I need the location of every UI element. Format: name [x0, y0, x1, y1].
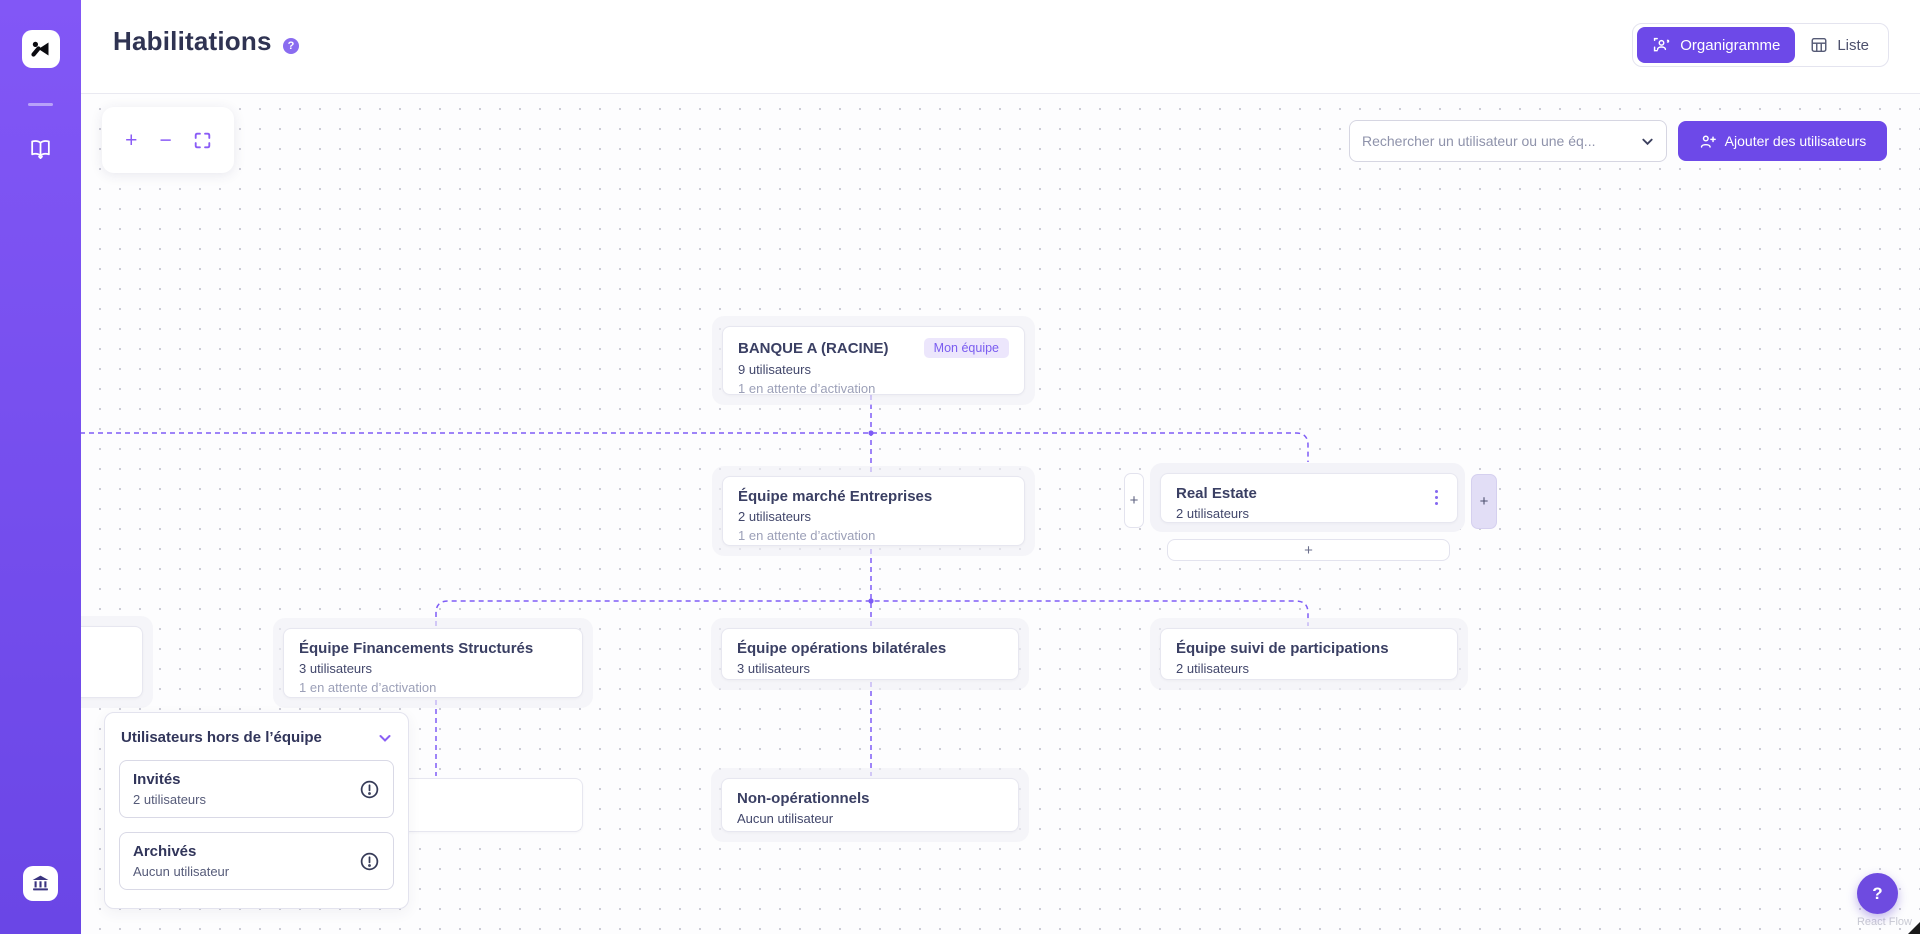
sidebar-divider	[28, 103, 53, 106]
mouse-cursor-icon	[1904, 918, 1920, 934]
book-icon	[31, 140, 50, 159]
alert-circle-icon	[359, 779, 380, 800]
offteam-item-subtitle: Aucun utilisateur	[133, 864, 230, 879]
edge-trunk-level2	[81, 432, 1309, 462]
team-pending-count: 1 en attente d’activation	[299, 680, 437, 695]
view-toggle: Organigramme Liste	[1632, 23, 1889, 67]
offteam-panel: Utilisateurs hors de l’équipe Invités 2 …	[104, 712, 409, 909]
zoom-in-button[interactable]: +	[125, 128, 138, 152]
table-icon	[1810, 36, 1828, 54]
offteam-panel-header[interactable]: Utilisateurs hors de l’équipe	[119, 729, 394, 746]
team-name: Real Estate	[1176, 485, 1257, 502]
team-node-suivi-participations[interactable]: Équipe suivi de participations 2 utilisa…	[1160, 628, 1458, 680]
chevron-down-icon	[1641, 135, 1654, 148]
offteam-item-title: Archivés	[133, 843, 197, 860]
team-users-count: 2 utilisateurs	[1176, 506, 1249, 521]
sidebar-item-documentation[interactable]	[28, 136, 53, 161]
alert-circle-icon	[359, 851, 380, 872]
sidebar-item-bank[interactable]	[23, 866, 58, 901]
tab-organigramme-label: Organigramme	[1680, 36, 1781, 54]
add-sibling-right-button[interactable]: +	[1471, 474, 1497, 529]
team-users-count: 2 utilisateurs	[738, 509, 811, 524]
app-sidebar	[0, 0, 81, 934]
logo-icon	[31, 41, 49, 57]
team-users-count: 3 utilisateurs	[737, 661, 810, 676]
team-pending-count: 1 en attente d’activation	[738, 381, 876, 396]
team-pending-count: 1 en attente d’activation	[738, 528, 876, 543]
team-users-count: 3 utilisateurs	[299, 661, 372, 676]
canvas-controls: + −	[102, 107, 234, 173]
search-input[interactable]	[1362, 133, 1641, 149]
search-user-team-select[interactable]	[1349, 120, 1667, 162]
team-name: Équipe Financements Structurés	[299, 640, 534, 657]
team-name: Équipe marché Entreprises	[738, 488, 933, 505]
app-logo[interactable]	[22, 30, 60, 68]
help-fab-button[interactable]: ?	[1857, 873, 1898, 914]
orgchart-icon	[1652, 36, 1671, 55]
edge-trunk-level3	[435, 600, 1309, 626]
help-icon[interactable]: ?	[283, 38, 299, 54]
kebab-menu-icon[interactable]	[1429, 490, 1443, 510]
page-header: Habilitations ? Organigramme Liste	[81, 0, 1920, 94]
team-node-partial-left[interactable]	[81, 626, 143, 698]
tab-liste-label: Liste	[1837, 36, 1869, 54]
team-node-marche-entreprises[interactable]: Équipe marché Entreprises 2 utilisateurs…	[722, 476, 1025, 546]
team-users-count: Aucun utilisateur	[737, 811, 834, 826]
orgchart-edges	[81, 395, 1309, 776]
zoom-out-button[interactable]: −	[159, 128, 172, 152]
add-users-label: Ajouter des utilisateurs	[1724, 133, 1867, 149]
offteam-panel-title: Utilisateurs hors de l’équipe	[121, 729, 322, 746]
tab-organigramme[interactable]: Organigramme	[1637, 27, 1796, 63]
chevron-down-icon[interactable]	[378, 731, 392, 745]
bank-icon	[32, 875, 49, 891]
add-users-button[interactable]: Ajouter des utilisateurs	[1678, 121, 1887, 161]
fit-view-icon[interactable]	[194, 132, 211, 149]
add-sibling-left-button[interactable]: +	[1124, 473, 1144, 528]
offteam-item-archives[interactable]: Archivés Aucun utilisateur	[119, 832, 394, 890]
team-node-banque-a-racine[interactable]: BANQUE A (RACINE) Mon équipe 9 utilisate…	[722, 326, 1025, 396]
team-users-count: 2 utilisateurs	[1176, 661, 1249, 676]
team-node-real-estate[interactable]: Real Estate 2 utilisateurs	[1160, 473, 1458, 523]
team-name: Équipe suivi de participations	[1176, 640, 1389, 657]
offteam-item-title: Invités	[133, 771, 181, 788]
team-node-non-operationnels[interactable]: Non-opérationnels Aucun utilisateur	[721, 778, 1019, 832]
user-plus-icon	[1699, 133, 1716, 150]
team-node-operations-bilaterales[interactable]: Équipe opérations bilatérales 3 utilisat…	[721, 628, 1019, 680]
offteam-item-invites[interactable]: Invités 2 utilisateurs	[119, 760, 394, 818]
tab-liste[interactable]: Liste	[1795, 27, 1884, 63]
team-name: BANQUE A (RACINE)	[738, 339, 889, 357]
edge-junction-dot	[868, 430, 874, 436]
my-team-badge: Mon équipe	[923, 338, 1009, 358]
page-title: Habilitations	[113, 26, 272, 56]
orgchart-canvas[interactable]: + − Ajouter des utilisateurs BANQUE A (R…	[81, 94, 1920, 934]
offteam-item-subtitle: 2 utilisateurs	[133, 792, 206, 807]
edge-junction-dot	[868, 598, 874, 604]
react-flow-attribution: React Flow	[1856, 916, 1912, 928]
add-child-team-button[interactable]: +	[1167, 539, 1450, 561]
team-users-count: 9 utilisateurs	[738, 362, 811, 377]
team-node-financements-structures[interactable]: Équipe Financements Structurés 3 utilisa…	[283, 628, 583, 698]
team-name: Non-opérationnels	[737, 790, 870, 807]
team-name: Équipe opérations bilatérales	[737, 640, 947, 657]
